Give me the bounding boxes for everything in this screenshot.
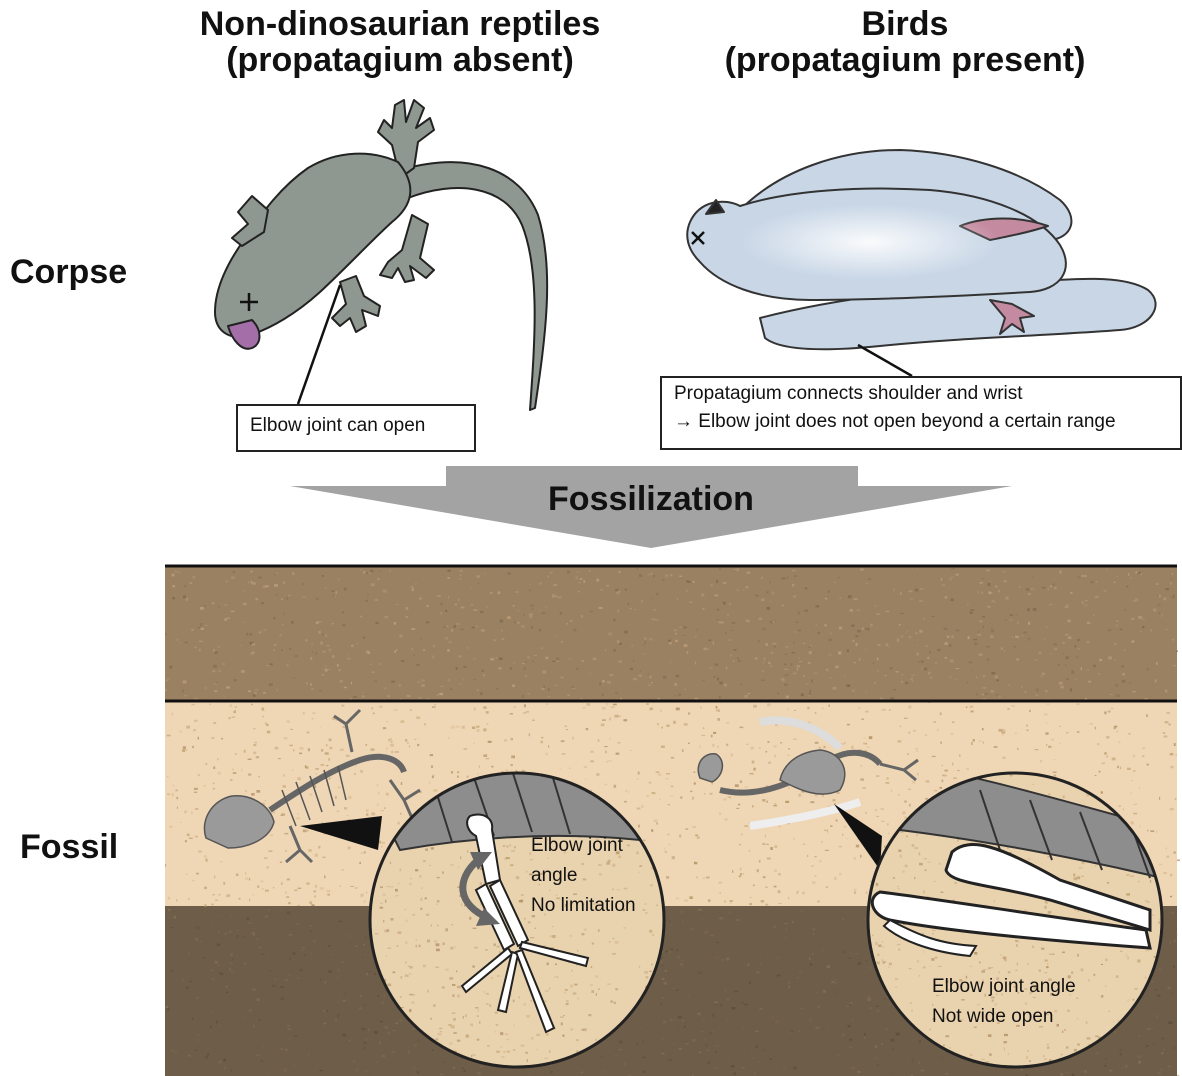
reptile-zoom-label-line1: Elbow joint [531,835,624,856]
gecko-corpse [215,100,547,410]
fossilization-label: Fossilization [548,480,754,518]
reptile-zoom-label-line3: No limitation [531,895,636,916]
bird-callout-leader [858,345,912,376]
reptile-callout-box: Elbow joint can open [236,404,476,452]
bird-callout-line1: Propatagium connects shoulder and wrist [674,380,1168,408]
bird-callout-line2: → Elbow joint does not open beyond a cer… [674,408,1168,436]
bird-zoom-label-line2: Not wide open [932,1006,1053,1027]
bird-callout-box: Propatagium connects shoulder and wrist … [660,376,1182,450]
reptile-callout-text: Elbow joint can open [250,415,425,436]
bird-body-highlight [740,204,1000,280]
reptile-zoom-label-line2: angle [531,865,578,886]
bird-zoom-label-line1: Elbow joint angle [932,976,1076,997]
